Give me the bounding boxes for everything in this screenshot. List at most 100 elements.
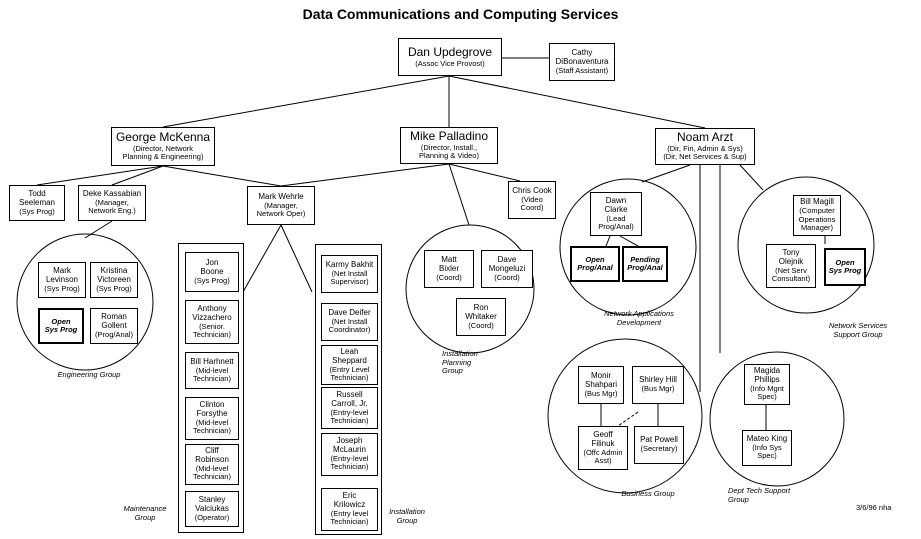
group-label-dept-tech-support: Dept Tech Support Group [728,486,791,504]
person-box-dawn-clarke: Dawn Clarke (Lead Prog/Anal) [590,192,642,236]
person-role: (Info Sys Spec) [752,443,782,461]
position-name: Pending Prog/Anal [627,254,663,272]
person-box-george-mckenna: George McKenna (Director, Network Planni… [111,127,215,166]
person-box-cathy-dibonaventura: Cathy DiBonaventura (Staff Assistant) [549,43,615,81]
person-box-roman-gollent: Roman Gollent (Prog/Anal) [90,308,138,344]
person-box-kristina-victoreen: Kristina Victoreen (Sys Prog) [90,262,138,298]
person-role: (Director, Install., Planning & Video) [419,142,479,161]
person-name: Cathy DiBonaventura [555,47,609,66]
person-name: Stanley Valciukas [195,494,229,513]
person-box-mark-wehrle: Mark Wehrle (Manager, Network Oper) [247,186,315,225]
person-role: (Secretary) [640,444,678,454]
person-role: (Offc Admin Asst) [583,447,623,465]
person-name: Cliff Robinson [195,446,229,465]
person-role: (Coord) [494,272,520,282]
person-box-clinton-forsythe: Clinton Forsythe (Mid-level Technician) [185,397,239,440]
depttech-group-circle [709,351,845,487]
netapps-group-circle [559,178,697,316]
person-role: (Entry level Technician) [330,509,369,527]
person-role: (Entry-level Technician) [330,454,369,472]
group-label-installation-planning: Installation Planning Group [442,349,478,376]
person-name: Karmy Bakhit [325,260,374,270]
person-role: (Prog/Anal) [95,329,133,339]
person-box-dave-deifer: Dave Deifer (Net Install Coordinator) [321,303,378,341]
person-box-noam-arzt: Noam Arzt (Dir, Fin, Admin & Sys) (Dir, … [655,128,755,165]
person-box-leah-sheppard: Leah Sheppard (Entry Level Technician) [321,345,378,385]
person-name: Roman Gollent [101,311,127,330]
person-box-chris-cook: Chris Cook (Video Coord) [508,181,556,219]
person-role: (Coord) [468,320,494,330]
person-role: (Sys Prog) [96,283,132,293]
engineering-group-circle [16,233,154,371]
person-role: (Bus Mgr) [584,388,618,398]
person-name: Magida Phillips [753,366,781,385]
person-name: Joseph McLaurin [333,436,366,455]
person-name: Kristina Victoreen [97,265,131,284]
person-name: Clinton Forsythe [196,400,228,419]
person-role: (Assoc Vice Provost) [415,58,485,68]
person-name: Deke Kassabian [82,189,142,199]
person-role: (Entry Level Technician) [329,364,370,382]
person-name: Dave Deifer [328,308,371,318]
person-role: (Senior. Technician) [193,321,231,339]
person-box-mark-levinson: Mark Levinson (Sys Prog) [38,262,86,298]
planning-group-circle [405,224,535,354]
person-name: Chris Cook [512,186,552,196]
person-role: (Net Install Coordinator) [328,317,371,335]
person-role: (Coord) [436,272,462,282]
person-box-pat-powell: Pat Powell (Secretary) [634,426,684,464]
person-role: (Lead Prog/Anal) [598,213,634,231]
chart-title: Data Communications and Computing Servic… [302,6,619,22]
person-box-bill-magill: Bill Magill (Computer Operations Manager… [793,195,841,236]
open-position-box-sys-prog: Open Sys Prog [38,308,84,344]
group-label-business: Business Group [621,489,675,498]
person-role: (Net Install Supervisor) [330,269,369,287]
group-label-maintenance: Maintenance Group [123,504,167,522]
person-role: (Sys Prog) [44,283,80,293]
person-box-bill-harhnett: Bill Harhnett (Mid-level Technician) [185,352,239,389]
person-name: Tony Olejnik [778,247,804,266]
person-role: (Mid-level Technician) [193,365,231,383]
person-role: (Mid-level Technician) [193,464,231,482]
position-name: Open Sys Prog [44,316,78,334]
person-role: (Staff Assistant) [555,65,609,75]
person-name: Ron Whitaker [465,302,497,321]
person-name: Mark Levinson [45,265,79,284]
person-box-monir-shahpari: Monir Shahpari (Bus Mgr) [578,366,624,404]
person-box-stanley-valciukas: Stanley Valciukas (Operator) [185,491,239,527]
person-box-shirley-hill: Shirley Hill (Bus Mgr) [632,366,684,404]
pending-position-box-prog-anal: Pending Prog/Anal [622,246,668,282]
person-box-eric-krilowicz: Eric Krilowicz (Entry level Technician) [321,488,378,531]
person-name: Shirley Hill [639,375,677,385]
person-box-tony-olejnik: Tony Olejnik (Net Serv Consultant) [766,244,816,288]
person-name: Leah Sheppard [332,346,367,365]
position-name: Open Prog/Anal [577,254,613,272]
person-role: (Entry-level Technician) [330,407,369,425]
person-role: (Manager, Network Eng.) [88,198,136,216]
person-role: (Dir, Fin, Admin & Sys) (Dir, Net Servic… [663,143,747,162]
person-name: Russell Carroll, Jr. [331,389,368,408]
person-box-todd-seeleman: Todd Seeleman (Sys Prog) [9,185,65,221]
business-group-circle [547,338,703,494]
group-label-installation: Installation Group [389,507,425,525]
person-role: (Operator) [194,512,230,522]
person-role: (Video Coord) [520,195,544,213]
person-box-dan-updegrove: Dan Updegrove (Assoc Vice Provost) [398,38,502,76]
person-name: Pat Powell [640,435,678,445]
group-label-network-services: Network Services Support Group [828,321,888,339]
open-position-box-prog-anal: Open Prog/Anal [570,246,620,282]
person-box-jon-boone: Jon Boone (Sys Prog) [185,252,239,292]
person-name: Matt Bixler [438,254,459,273]
person-box-cliff-robinson: Cliff Robinson (Mid-level Technician) [185,444,239,485]
person-name: Dan Updegrove [407,45,493,60]
person-name: Eric Krilowicz [333,491,366,510]
date-stamp: 3/6/96 nha [856,503,892,512]
person-name: Monir Shahpari [584,370,618,389]
position-name: Open Sys Prog [828,257,862,275]
person-box-anthony-vizzachero: Anthony Vizzachero (Senior. Technician) [185,300,239,344]
person-name: George McKenna [115,130,211,145]
person-box-magida-phillips: Magida Phillips (Info Mgnt Spec) [744,364,790,405]
person-box-joseph-mclaurin: Joseph McLaurin (Entry-level Technician) [321,433,378,476]
